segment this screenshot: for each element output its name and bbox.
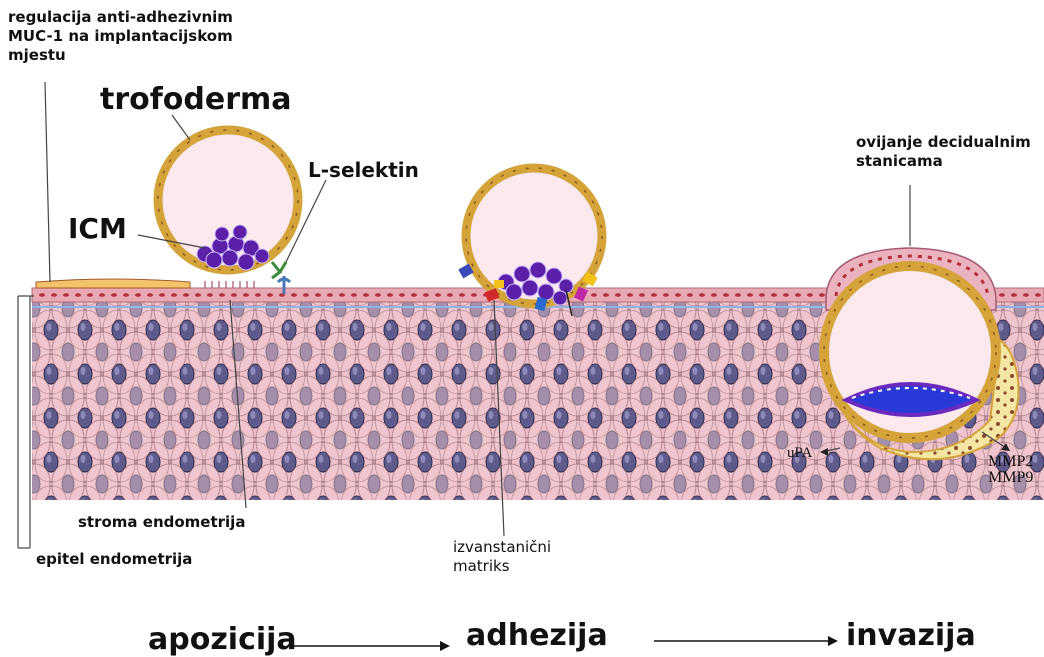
icm-label: ICM xyxy=(68,212,127,245)
muc1-label: regulacija anti-adhezivnim MUC-1 na impl… xyxy=(8,8,233,65)
blastocyst-apposition xyxy=(158,130,298,270)
stroma-label: stroma endometrija xyxy=(78,513,245,532)
muc1-layer xyxy=(36,279,190,288)
upa-label: uPA xyxy=(787,445,812,461)
ovijanje-label: ovijanje decidualnim stanicama xyxy=(856,133,1031,171)
blastocyst-invasion xyxy=(824,266,996,438)
stage-apozicija: apozicija xyxy=(148,622,297,657)
stage-invazija: invazija xyxy=(846,618,976,653)
epitel-label: epitel endometrija xyxy=(36,550,192,569)
l-selektin-label: L-selektin xyxy=(308,158,419,182)
mmp-label: MMP2 MMP9 xyxy=(988,454,1033,486)
trofoderma-label: trofoderma xyxy=(100,82,292,117)
stage-adhezija: adhezija xyxy=(466,618,608,653)
izvanstanicni-label: izvanstanični matriks xyxy=(453,538,551,576)
microvilli xyxy=(205,281,254,288)
